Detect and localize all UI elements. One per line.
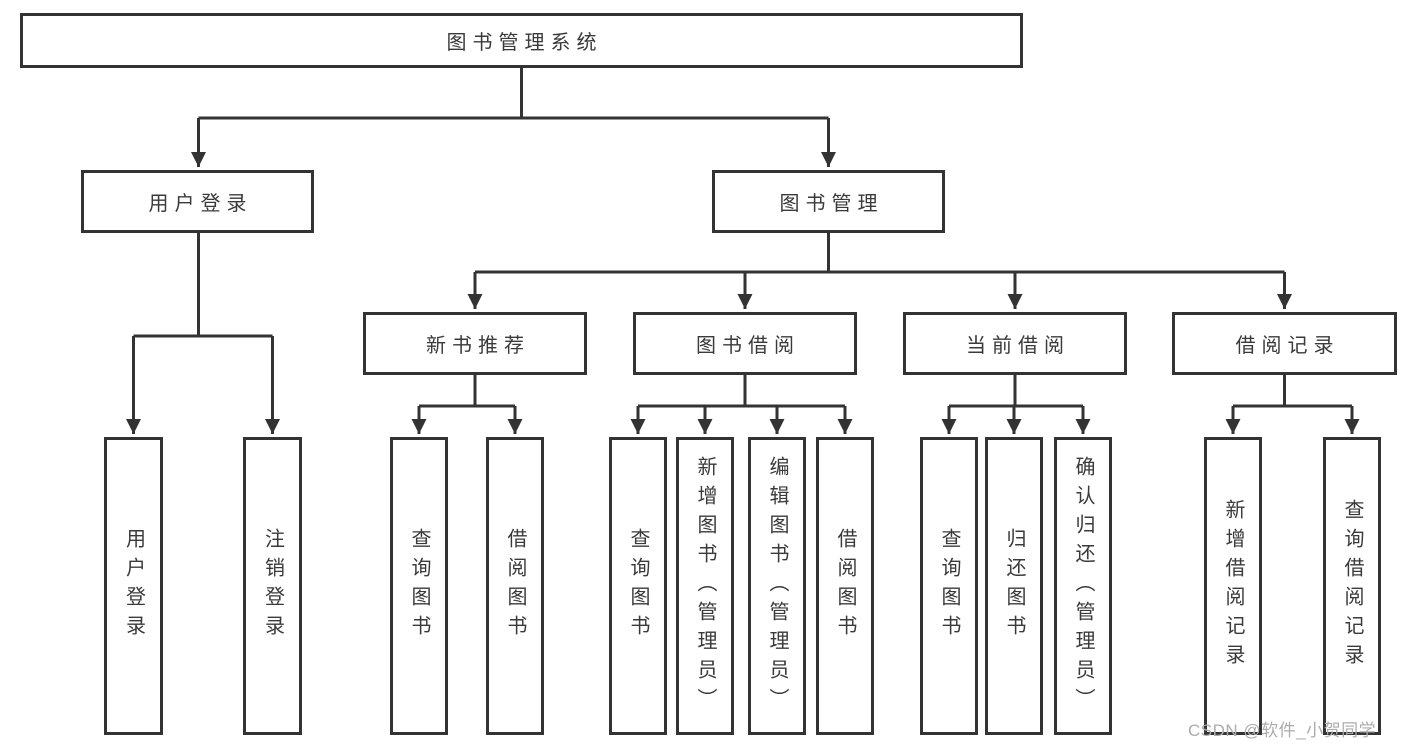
node-label: 新增图书（管理员）	[694, 455, 716, 717]
node-borrowing-records: 借阅记录	[1172, 312, 1397, 375]
connector-userlogin-trunk	[133, 233, 273, 338]
connector-bookmgmt-trunk	[475, 233, 1285, 274]
leaf-borrow-book-borrowing: 借阅图书	[816, 437, 874, 735]
node-label: 查询借阅记录	[1341, 499, 1363, 673]
node-label: 图书借阅	[696, 335, 800, 357]
watermark: CSDN @软件_小贺同学	[1188, 721, 1377, 740]
node-label: 新书推荐	[426, 335, 530, 357]
node-label: 图书管理	[779, 193, 884, 215]
node-label: 查询图书	[627, 528, 649, 644]
node-label: 借阅记录	[1235, 335, 1340, 357]
node-label: 确认归还（管理员）	[1072, 455, 1094, 717]
node-book-borrowing: 图书借阅	[633, 312, 857, 375]
node-label: 图书管理系统	[446, 32, 603, 54]
leaf-query-book-current: 查询图书	[920, 437, 978, 735]
leaf-edit-book-admin: 编辑图书（管理员）	[748, 437, 806, 735]
node-label: 借阅图书	[834, 528, 856, 644]
connector-root-trunk	[198, 68, 829, 120]
node-book-management-system: 图书管理系统	[20, 13, 1023, 68]
connector-borrowrecord-trunk	[1233, 375, 1352, 408]
node-label: 借阅图书	[504, 528, 526, 644]
node-label: 归还图书	[1003, 528, 1025, 644]
leaf-add-book-admin: 新增图书（管理员）	[676, 437, 734, 735]
node-label: 查询图书	[408, 528, 430, 644]
node-label: 用户登录	[122, 528, 145, 644]
leaf-borrow-book-recommend: 借阅图书	[486, 437, 544, 735]
leaf-query-book-recommend: 查询图书	[390, 437, 448, 735]
leaf-user-login: 用户登录	[104, 437, 163, 735]
connector-bookborrow-trunk	[638, 375, 845, 408]
node-label: 当前借阅	[966, 335, 1070, 357]
node-user-login: 用户登录	[81, 170, 314, 233]
leaf-return-book: 归还图书	[985, 437, 1043, 735]
leaf-query-borrow-record: 查询借阅记录	[1323, 437, 1381, 735]
node-label: 用户登录	[148, 193, 253, 215]
connector-newbook-trunk	[419, 375, 515, 408]
node-current-borrowing: 当前借阅	[903, 312, 1127, 375]
leaf-add-borrow-record: 新增借阅记录	[1204, 437, 1262, 735]
node-label: 编辑图书（管理员）	[766, 455, 788, 717]
node-book-management: 图书管理	[712, 170, 945, 233]
node-label: 新增借阅记录	[1222, 499, 1244, 673]
node-new-book-recommendation: 新书推荐	[363, 312, 587, 375]
node-label: 注销登录	[261, 528, 284, 644]
node-label: 查询图书	[938, 528, 960, 644]
leaf-confirm-return-admin: 确认归还（管理员）	[1054, 437, 1112, 735]
leaf-logout: 注销登录	[243, 437, 302, 735]
leaf-query-book-borrowing: 查询图书	[609, 437, 667, 735]
connector-currentborrow-trunk	[949, 375, 1083, 408]
